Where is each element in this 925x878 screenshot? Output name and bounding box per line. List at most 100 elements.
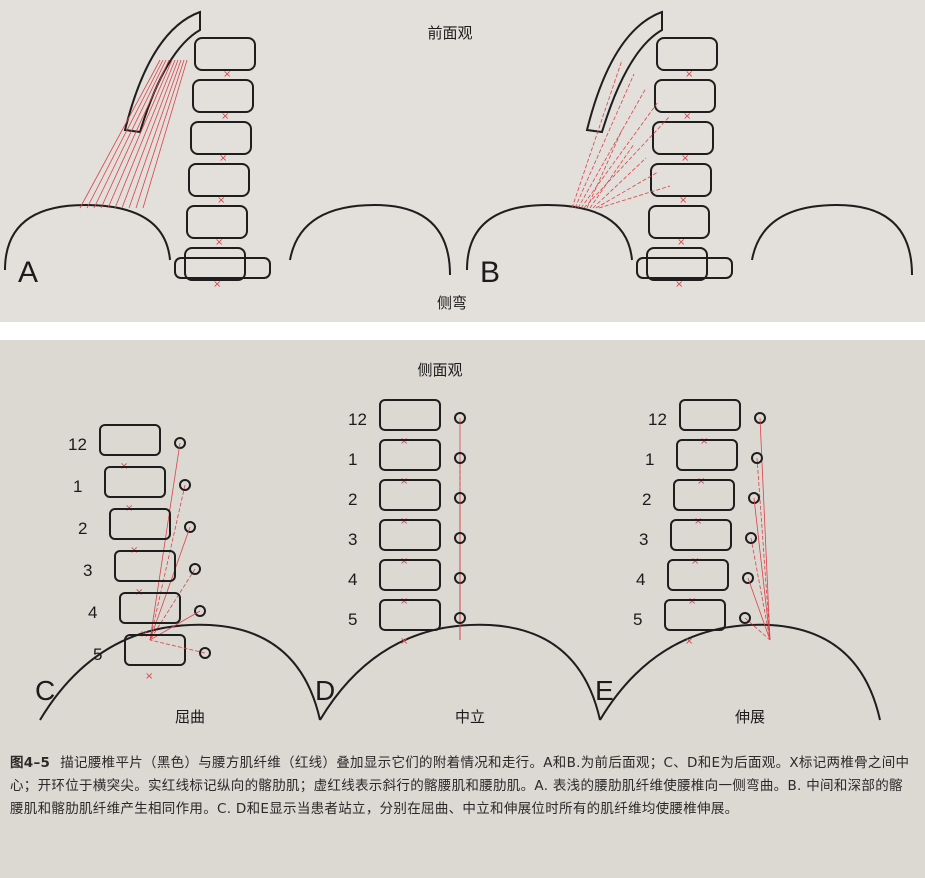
muscle-fiber	[586, 129, 623, 209]
intervertebral-x-mark: ×	[694, 516, 702, 527]
muscle-fiber	[571, 59, 623, 209]
panel-letter: E	[595, 675, 614, 706]
vertebral-level-label: 4	[636, 570, 645, 589]
vertebral-body	[114, 550, 176, 582]
muscle-fiber	[589, 143, 635, 209]
muscle-fiber	[583, 115, 671, 209]
vertebral-body	[124, 634, 186, 666]
bottom-panel-background	[0, 340, 925, 878]
intervertebral-x-mark: ×	[221, 111, 229, 122]
vertebra	[648, 205, 710, 239]
vertebral-level-label: 1	[645, 450, 654, 469]
vertebral-body	[679, 399, 741, 431]
posture-label: 屈曲	[175, 709, 205, 726]
transverse-process-ring	[751, 452, 763, 464]
vertebral-level-label: 5	[348, 610, 357, 629]
vertebral-body	[667, 559, 729, 591]
vertebral-body	[379, 439, 441, 471]
vertebra	[650, 163, 712, 197]
transverse-process-ring	[184, 521, 196, 533]
vertebral-level-label: 3	[639, 530, 648, 549]
muscle-fiber	[121, 59, 179, 209]
intervertebral-x-mark: ×	[217, 195, 225, 206]
vertebra	[654, 79, 716, 113]
twelfth-rib	[585, 10, 663, 134]
intervertebral-x-mark: ×	[215, 237, 223, 248]
vertebral-body	[104, 466, 166, 498]
posture-label: 中立	[455, 709, 485, 726]
vertebral-body	[109, 508, 171, 540]
intervertebral-x-mark: ×	[677, 237, 685, 248]
figure-number: 图4–5	[10, 755, 51, 771]
transverse-process-ring	[745, 532, 757, 544]
muscle-fiber	[100, 59, 170, 209]
intervertebral-x-mark: ×	[675, 279, 683, 290]
intervertebral-x-mark: ×	[219, 153, 227, 164]
intervertebral-x-mark: ×	[145, 671, 153, 682]
sacrum-outline	[599, 623, 881, 721]
intervertebral-x-mark: ×	[688, 596, 696, 607]
transverse-process-ring	[179, 479, 191, 491]
muscle-fiber	[135, 59, 185, 209]
iliac-crest	[289, 203, 451, 276]
sacrum	[636, 257, 733, 279]
posture-label: 伸展	[735, 709, 765, 726]
panel-letter-b: B	[480, 256, 500, 289]
sacrum-outline	[319, 623, 601, 721]
intervertebral-x-mark: ×	[685, 69, 693, 80]
vertebra	[652, 121, 714, 155]
vertebral-body	[379, 519, 441, 551]
panel-letter: D	[315, 675, 335, 706]
intervertebral-x-mark: ×	[400, 476, 408, 487]
intervertebral-x-mark: ×	[400, 596, 408, 607]
vertebral-level-label: 1	[73, 477, 82, 496]
muscle-fiber	[142, 59, 188, 209]
vertebra	[192, 79, 254, 113]
vertebral-body	[676, 439, 738, 471]
vertebral-body	[673, 479, 735, 511]
iliac-crest	[4, 203, 171, 271]
muscle-fiber	[592, 157, 647, 209]
vertebral-level-label: 5	[93, 645, 102, 664]
vertebral-body	[379, 399, 441, 431]
vertebra	[184, 247, 246, 281]
vertebral-body	[99, 424, 161, 456]
vertebral-level-label: 12	[68, 435, 87, 454]
frontal-view-panel: ××××××××××××	[4, 10, 913, 290]
vertebral-body	[664, 599, 726, 631]
iliac-crest	[466, 203, 633, 271]
vertebral-level-label: 3	[83, 561, 92, 580]
intervertebral-x-mark: ×	[223, 69, 231, 80]
vertebral-level-label: 2	[642, 490, 651, 509]
vertebral-body	[379, 479, 441, 511]
sacrum	[174, 257, 271, 279]
caption-text: 描记腰椎平片（黑色）与腰方肌纤维（红线）叠加显示它们的附着情况和走行。A和B.为…	[10, 755, 910, 817]
vertebral-level-label: 1	[348, 450, 357, 469]
muscle-fiber	[747, 577, 771, 641]
vertebral-body	[379, 599, 441, 631]
intervertebral-x-mark: ×	[679, 195, 687, 206]
muscle-fiber	[93, 59, 167, 209]
intervertebral-x-mark: ×	[400, 636, 408, 647]
vertebra	[646, 247, 708, 281]
muscle-fiber	[149, 639, 206, 654]
iliac-crest	[751, 203, 913, 276]
vertebra	[186, 205, 248, 239]
muscle-fiber	[149, 526, 191, 641]
vertebral-body	[119, 592, 181, 624]
muscle-fiber	[753, 497, 771, 641]
intervertebral-x-mark: ×	[213, 279, 221, 290]
intervertebral-x-mark: ×	[400, 436, 408, 447]
intervertebral-x-mark: ×	[700, 436, 708, 447]
muscle-fiber	[756, 457, 771, 641]
muscle-fiber	[86, 59, 164, 209]
vertebral-level-label: 4	[88, 603, 97, 622]
vertebral-level-label: 12	[348, 410, 367, 429]
intervertebral-x-mark: ×	[400, 516, 408, 527]
transverse-process-ring	[748, 492, 760, 504]
panel-letter: C	[35, 675, 55, 706]
muscle-fiber	[574, 73, 635, 209]
vertebral-body	[670, 519, 732, 551]
